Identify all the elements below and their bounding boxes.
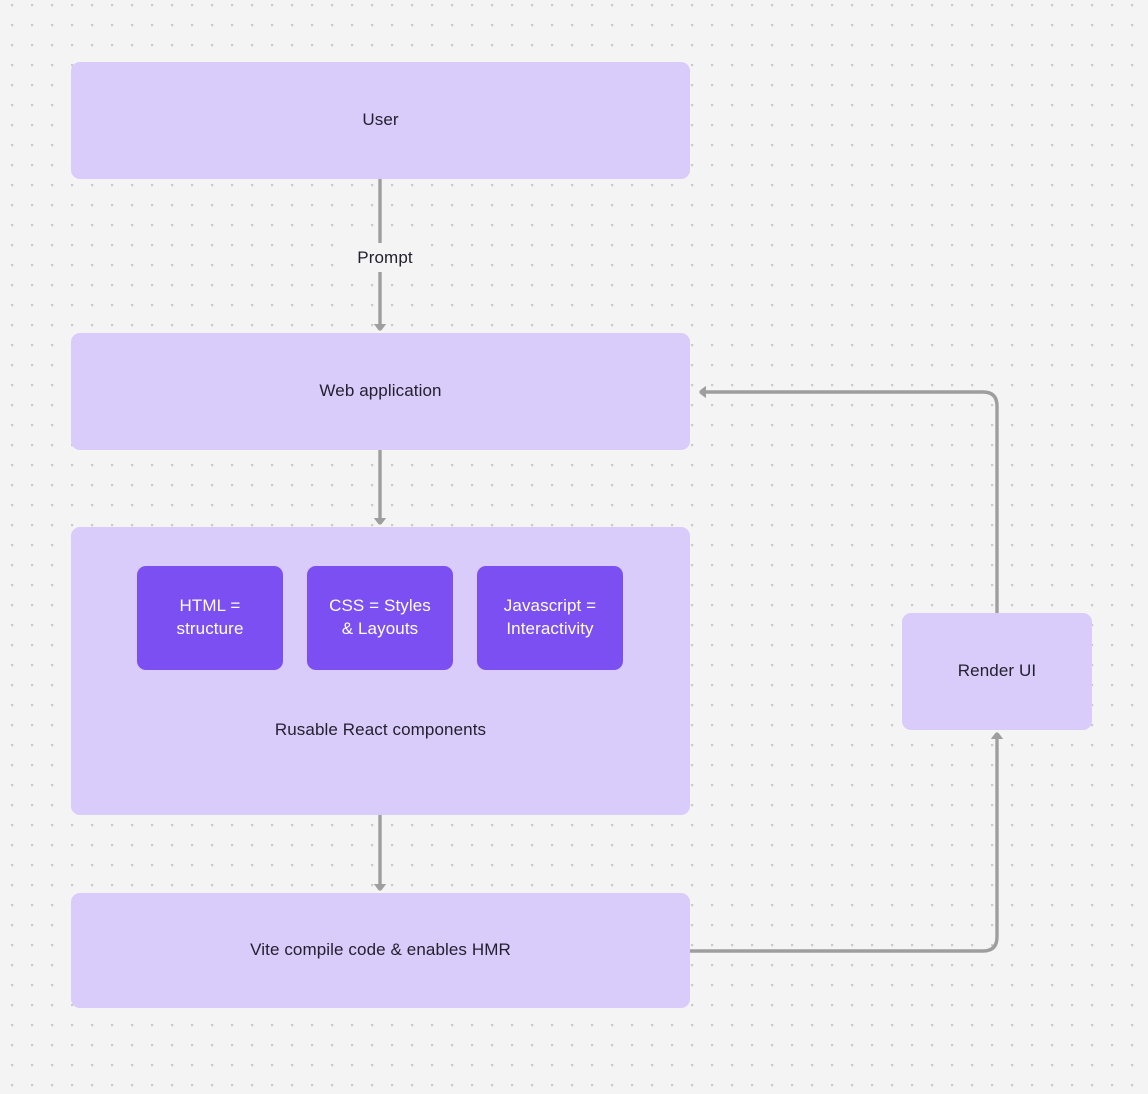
- subnode-css[interactable]: CSS = Styles& Layouts: [307, 566, 453, 670]
- edge-label-prompt-text: Prompt: [357, 247, 413, 267]
- node-user[interactable]: User: [71, 62, 690, 179]
- node-web-application-label: Web application: [319, 381, 442, 401]
- node-vite[interactable]: Vite compile code & enables HMR: [71, 893, 690, 1008]
- node-render-ui-label: Render UI: [957, 661, 1037, 681]
- node-render-ui[interactable]: Render UI: [902, 613, 1092, 730]
- node-user-label: User: [362, 110, 399, 130]
- edge-label-prompt: Prompt: [340, 243, 430, 272]
- subnode-javascript-label: Javascript =Interactivity: [503, 596, 597, 638]
- subnode-html-label: HTML =structure: [176, 596, 244, 638]
- node-web-application[interactable]: Web application: [71, 333, 690, 450]
- node-group-react-caption: Rusable React components: [71, 712, 690, 748]
- subnode-html[interactable]: HTML =structure: [137, 566, 283, 670]
- subnode-css-label: CSS = Styles& Layouts: [329, 596, 431, 638]
- edge-render-to-webapp: [702, 392, 999, 615]
- subnode-javascript[interactable]: Javascript =Interactivity: [477, 566, 623, 670]
- node-vite-label: Vite compile code & enables HMR: [250, 940, 511, 960]
- node-group-react-caption-text: Rusable React components: [274, 720, 487, 739]
- edge-vite-to-render: [688, 735, 997, 953]
